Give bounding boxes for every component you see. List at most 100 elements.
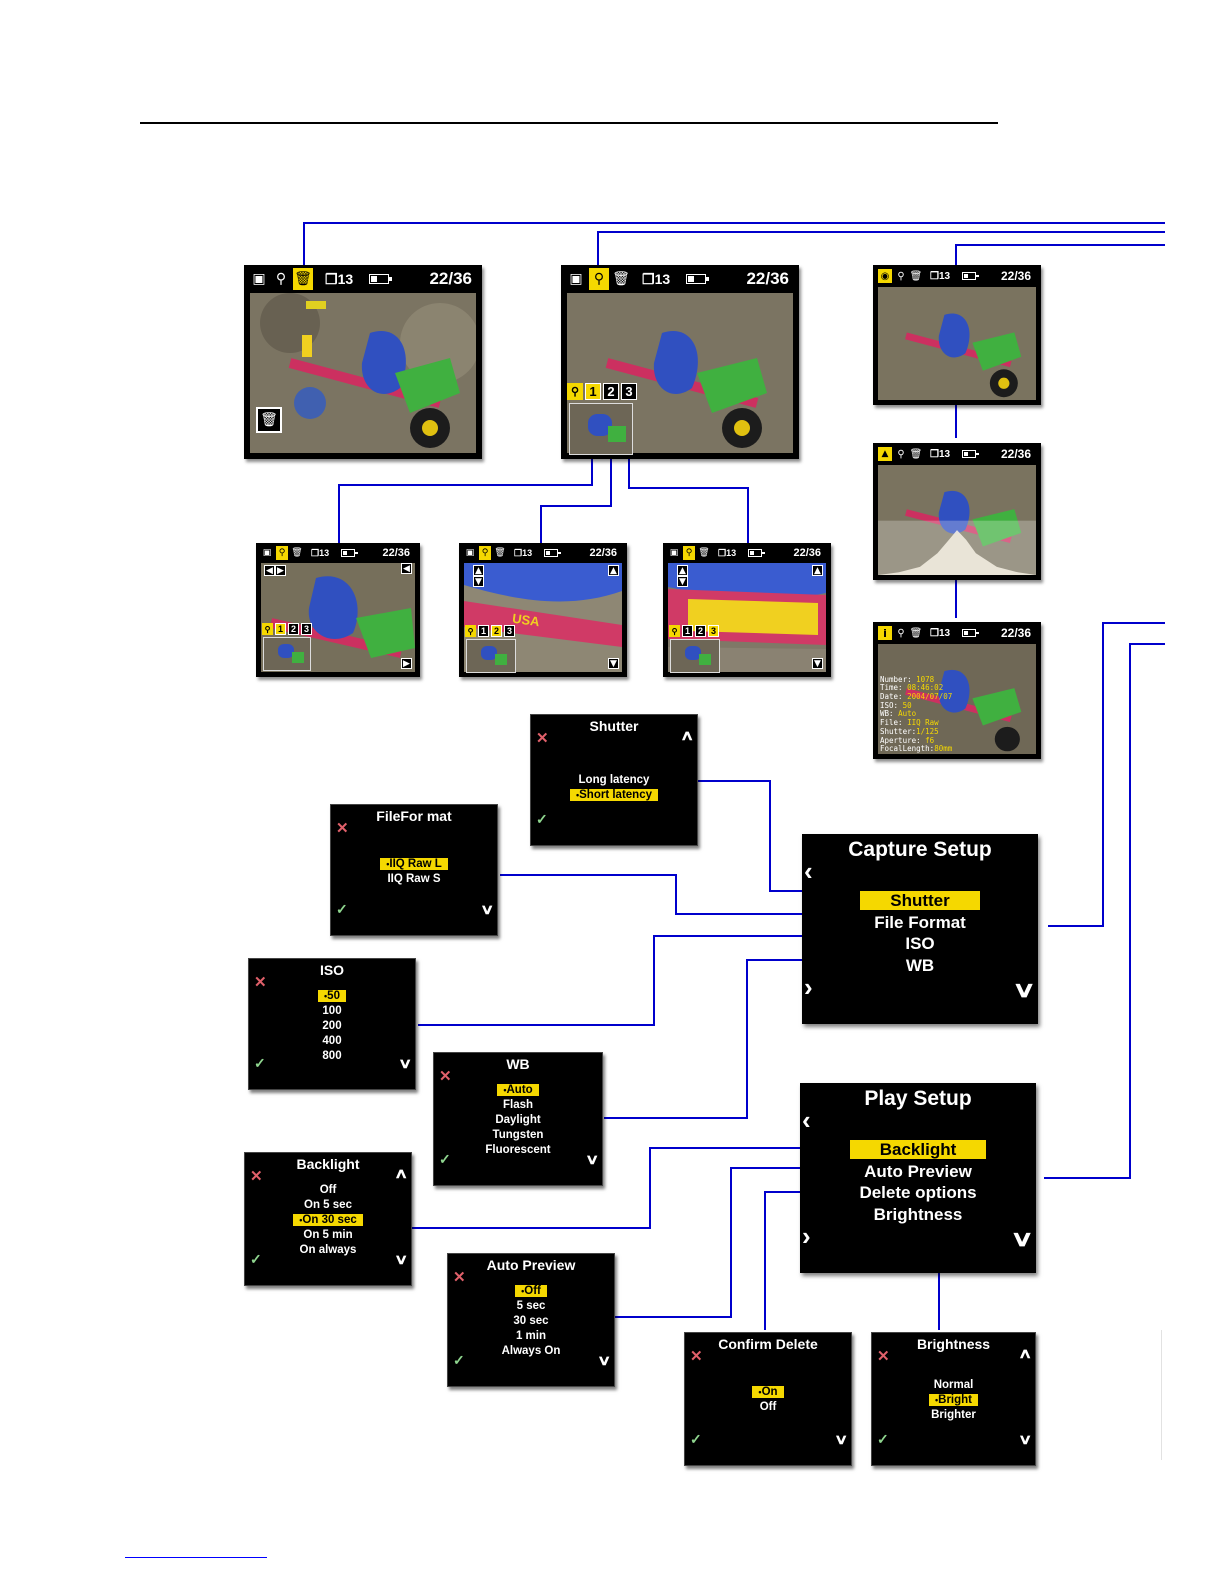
trash-icon[interactable]: 🗑︎ — [909, 448, 923, 460]
magnifier-icon[interactable]: ⚲ — [589, 268, 609, 290]
submenu-option[interactable]: On 5 min — [245, 1228, 411, 1243]
camera-icon[interactable]: ▣ — [669, 548, 679, 558]
confirm-check-icon[interactable]: ✓ — [690, 1431, 702, 1447]
down-arrow-icon[interactable]: ∨ — [397, 1055, 413, 1071]
submenu-option[interactable]: IIQ Raw L — [331, 857, 497, 872]
cancel-x-icon[interactable]: ✕ — [336, 820, 349, 837]
confirm-check-icon[interactable]: ✓ — [453, 1352, 465, 1368]
down-arrow-icon[interactable]: ∨ — [393, 1251, 409, 1267]
menu-item-auto-preview[interactable]: Auto Preview — [864, 1161, 972, 1181]
stack-icon[interactable]: ❐13 — [311, 547, 330, 559]
submenu-option[interactable]: Tungsten — [434, 1128, 602, 1143]
down-arrow-icon[interactable]: ▼ — [608, 658, 619, 669]
down-arrow-icon[interactable]: ∨ — [833, 1431, 849, 1447]
menu-item-delete-options[interactable]: Delete options — [859, 1183, 977, 1202]
submenu-option[interactable]: Long latency — [531, 773, 697, 788]
zoom-level-2[interactable]: 2 — [603, 383, 619, 400]
right-arrow-icon[interactable]: ▶ — [275, 565, 286, 576]
submenu-option[interactable]: 30 sec — [448, 1314, 614, 1329]
cancel-x-icon[interactable]: ✕ — [690, 1348, 703, 1365]
down-arrow-icon[interactable]: ∨ — [1011, 977, 1037, 1002]
menu-item-iso[interactable]: ISO — [905, 934, 935, 953]
submenu-option[interactable]: Daylight — [434, 1113, 602, 1128]
stack-icon[interactable]: ❐13 — [930, 448, 951, 460]
submenu-option[interactable]: On 5 sec — [245, 1198, 411, 1213]
cancel-x-icon[interactable]: ✕ — [536, 730, 549, 747]
submenu-option[interactable]: On — [685, 1385, 851, 1400]
camera-icon[interactable]: ▣ — [262, 548, 272, 558]
camera-icon[interactable]: ◉ — [878, 269, 892, 283]
delete-confirm-icon[interactable]: 🗑︎ — [256, 407, 282, 433]
cancel-x-icon[interactable]: ✕ — [250, 1168, 263, 1185]
camera-icon[interactable]: ▣ — [569, 271, 583, 287]
right-arrow-icon[interactable]: › — [804, 972, 813, 1002]
trash-icon[interactable]: 🗑︎ — [909, 627, 923, 639]
submenu-option[interactable]: On always — [245, 1243, 411, 1258]
cancel-x-icon[interactable]: ✕ — [439, 1068, 452, 1085]
zoom-level-2[interactable]: 2 — [288, 623, 299, 635]
confirm-check-icon[interactable]: ✓ — [536, 811, 548, 827]
confirm-check-icon[interactable]: ✓ — [877, 1431, 889, 1447]
down-arrow-icon[interactable]: ▼ — [812, 658, 823, 669]
zoom-level-3[interactable]: 3 — [708, 625, 719, 637]
menu-item-brightness[interactable]: Brightness — [873, 1204, 963, 1224]
camera-icon[interactable]: ▣ — [465, 548, 475, 558]
up-arrow-icon[interactable]: ∧ — [393, 1165, 409, 1181]
menu-item-wb[interactable]: WB — [905, 955, 935, 975]
zoom-level-1[interactable]: 1 — [275, 623, 286, 635]
down-arrow-icon[interactable]: ∨ — [1009, 1226, 1035, 1251]
menu-item-shutter[interactable]: Shutter — [802, 890, 1038, 912]
cancel-x-icon[interactable]: ✕ — [453, 1269, 466, 1286]
magnifier-icon[interactable]: ⚲ — [897, 627, 905, 639]
right-arrow-icon[interactable]: › — [802, 1221, 811, 1251]
submenu-option[interactable]: Brighter — [872, 1408, 1035, 1423]
magnifier-icon[interactable]: ⚲ — [897, 448, 905, 460]
left-arrow-icon[interactable]: ◀ — [401, 563, 412, 574]
confirm-check-icon[interactable]: ✓ — [439, 1151, 451, 1167]
submenu-option[interactable]: Bright — [872, 1393, 1035, 1408]
trash-icon[interactable]: 🗑︎ — [909, 270, 923, 282]
zoom-level-3[interactable]: 3 — [621, 383, 637, 400]
zoom-level-3[interactable]: 3 — [504, 625, 515, 637]
zoom-level-1[interactable]: 1 — [585, 383, 601, 400]
zoom-level-1[interactable]: 1 — [682, 625, 693, 637]
info-icon[interactable]: i — [878, 626, 892, 640]
up-arrow-icon[interactable]: ▲ — [812, 565, 823, 576]
down-arrow-icon[interactable]: ∨ — [596, 1352, 612, 1368]
up-arrow-icon[interactable]: ∧ — [1017, 1345, 1033, 1361]
submenu-option[interactable]: 800 — [249, 1049, 415, 1064]
trash-icon[interactable]: 🗑︎ — [494, 548, 506, 558]
confirm-check-icon[interactable]: ✓ — [336, 901, 348, 917]
magnifier-icon[interactable]: ⚲ — [275, 271, 287, 287]
down-arrow-icon[interactable]: ∨ — [1017, 1431, 1033, 1447]
stack-icon[interactable]: ❐13 — [718, 547, 737, 559]
cancel-x-icon[interactable]: ✕ — [877, 1348, 890, 1365]
stack-icon[interactable]: ❐13 — [642, 270, 671, 288]
down-arrow-icon[interactable]: ▼ — [473, 576, 484, 587]
submenu-option[interactable]: Normal — [872, 1378, 1035, 1393]
zoom-level-1[interactable]: 1 — [478, 625, 489, 637]
down-arrow-icon[interactable]: ∨ — [479, 901, 495, 917]
submenu-option[interactable]: Always On — [448, 1344, 614, 1359]
trash-icon[interactable]: 🗑︎ — [291, 548, 303, 558]
submenu-option[interactable]: 200 — [249, 1019, 415, 1034]
magnifier-icon[interactable]: ⚲ — [683, 546, 695, 560]
submenu-option[interactable]: 400 — [249, 1034, 415, 1049]
down-arrow-icon[interactable]: ▼ — [677, 576, 688, 587]
cancel-x-icon[interactable]: ✕ — [254, 974, 267, 991]
submenu-option[interactable]: Off — [685, 1400, 851, 1415]
up-arrow-icon[interactable]: ▲ — [473, 565, 484, 576]
submenu-option[interactable]: On 30 sec — [245, 1213, 411, 1228]
menu-item-backlight[interactable]: Backlight — [800, 1139, 1036, 1161]
submenu-option[interactable]: Auto — [434, 1083, 602, 1098]
stack-icon[interactable]: ❐13 — [514, 547, 533, 559]
histogram-icon[interactable]: ▲ — [878, 447, 892, 461]
magnifier-icon[interactable]: ⚲ — [897, 270, 905, 282]
camera-icon[interactable]: ▣ — [252, 271, 266, 287]
up-arrow-icon[interactable]: ▲ — [677, 565, 688, 576]
trash-icon[interactable]: 🗑︎ — [612, 271, 630, 287]
submenu-option[interactable]: 100 — [249, 1004, 415, 1019]
right-arrow-icon[interactable]: ▶ — [401, 658, 412, 669]
zoom-level-2[interactable]: 2 — [491, 625, 502, 637]
left-arrow-icon[interactable]: ‹ — [804, 856, 813, 886]
